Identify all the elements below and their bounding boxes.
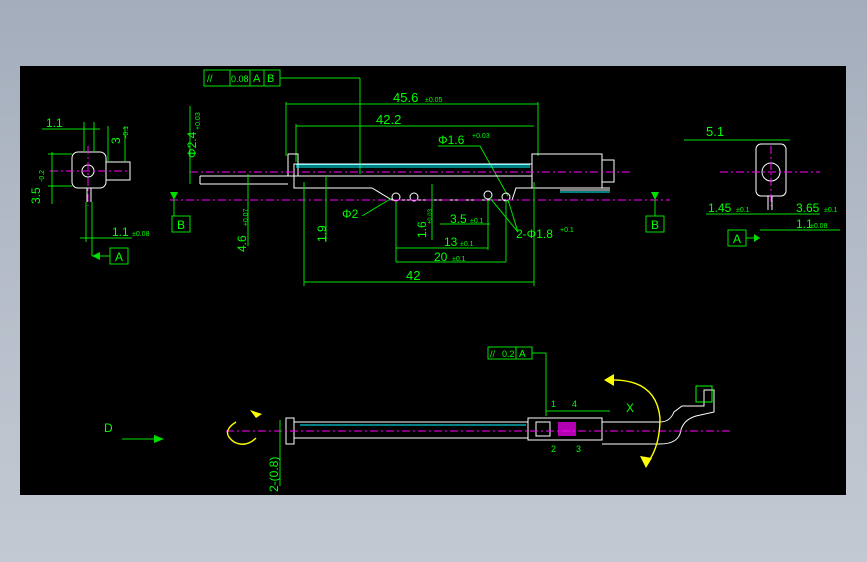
right-dim-1-1: 1.1 xyxy=(796,217,813,231)
svg-text:-0.1: -0.1 xyxy=(123,126,130,138)
svg-text:+0.1: +0.1 xyxy=(560,227,574,234)
dim-3-5: 3.5 xyxy=(450,212,467,226)
view-label-x: X xyxy=(626,401,634,415)
svg-text:±0.07: ±0.07 xyxy=(243,208,250,226)
left-dim-3-5: 3.5 xyxy=(29,187,43,204)
bottom-spring-block xyxy=(558,422,576,436)
svg-text:1: 1 xyxy=(551,399,556,409)
top-main-view: // 0.08 A B 45.6 ±0.05 42.2 Φ1.6 +0.03 xyxy=(170,69,670,286)
dim-4-6: 4.6 xyxy=(235,235,249,252)
rotate-arrow-left xyxy=(226,421,257,445)
svg-text:±0.05: ±0.05 xyxy=(425,97,443,104)
dim-13: 13 xyxy=(444,235,458,249)
left-dim-1-1b: 1.1 xyxy=(112,225,129,239)
svg-text://: // xyxy=(207,74,213,85)
right-dim-3-65: 3.65 xyxy=(796,201,820,215)
svg-text:2: 2 xyxy=(551,444,556,454)
part-lower-plate xyxy=(293,176,533,201)
svg-text:B: B xyxy=(651,218,659,232)
svg-text:0.08: 0.08 xyxy=(231,74,249,84)
dim-1-9: 1.9 xyxy=(315,225,329,242)
svg-text:±0.08: ±0.08 xyxy=(132,231,150,238)
svg-text:A: A xyxy=(115,250,123,264)
cad-drawing-canvas[interactable]: 1.1 3 -0.1 3.5 -0.2 1.1 ±0.08 A // 0.08 … xyxy=(20,66,846,495)
svg-text:±0.1: ±0.1 xyxy=(460,241,474,248)
bottom-view: // 0.2 A D 1 4 2 3 X 2-(0.8) xyxy=(104,346,730,492)
cad-drawing: 1.1 3 -0.1 3.5 -0.2 1.1 ±0.08 A // 0.08 … xyxy=(29,69,840,492)
bottom-part-block xyxy=(527,417,603,441)
svg-text:3: 3 xyxy=(576,444,581,454)
svg-text:B: B xyxy=(177,218,185,232)
view-label-d: D xyxy=(104,421,113,435)
rotate-arrow-right xyxy=(607,379,661,463)
right-end-view: 5.1 1.45 ±0.1 3.65 ±0.1 1.1 ±0.08 A B xyxy=(645,124,840,247)
top-datum-b xyxy=(171,215,191,233)
bottom-part-rail xyxy=(293,421,529,439)
left-dim-3: 3 xyxy=(109,137,123,144)
left-dim-1-1: 1.1 xyxy=(46,116,63,130)
svg-text:+0.03: +0.03 xyxy=(195,112,202,130)
dim-2-0-8: 2-(0.8) xyxy=(267,457,281,492)
dim-20: 20 xyxy=(434,250,448,264)
svg-text:±0.03: ±0.03 xyxy=(428,208,434,224)
view-d-arrow xyxy=(154,435,164,443)
part-right-block xyxy=(531,153,603,189)
left-end-view: 1.1 3 -0.1 3.5 -0.2 1.1 ±0.08 A xyxy=(29,116,150,265)
dim-phi-1-6: Φ1.6 xyxy=(438,133,465,147)
dim-45-6: 45.6 xyxy=(393,90,418,105)
svg-text:±0.1: ±0.1 xyxy=(736,207,750,214)
dim-1-6: 1.6 xyxy=(415,221,429,238)
left-end-body xyxy=(71,151,107,189)
svg-text:±0.1: ±0.1 xyxy=(824,207,838,214)
svg-text:B: B xyxy=(267,73,274,85)
svg-text:±0.1: ±0.1 xyxy=(452,256,466,263)
svg-text:4: 4 xyxy=(572,399,577,409)
svg-text:0.2: 0.2 xyxy=(502,349,515,359)
left-datum-a xyxy=(109,247,129,265)
dim-phi-2-4: Φ2.4 xyxy=(185,131,199,158)
dim-42: 42 xyxy=(406,268,420,283)
right-datum-b xyxy=(645,215,665,233)
dim-2x-phi-1-8: 2-Φ1.8 xyxy=(516,227,553,241)
dim-42-2: 42.2 xyxy=(376,112,401,127)
svg-text:±0.1: ±0.1 xyxy=(470,218,484,225)
svg-text:±0.08: ±0.08 xyxy=(810,223,828,230)
bottom-hook-tip xyxy=(695,385,713,403)
bottom-part-hook xyxy=(602,389,715,445)
dim-phi-2: Φ2 xyxy=(342,207,359,221)
svg-text:A: A xyxy=(253,73,261,85)
svg-text:+0.03: +0.03 xyxy=(472,133,490,140)
svg-text:A: A xyxy=(733,232,741,246)
svg-text:A: A xyxy=(519,349,526,360)
svg-text:-0.2: -0.2 xyxy=(39,170,46,182)
right-dim-5-1: 5.1 xyxy=(706,124,724,139)
svg-text://: // xyxy=(490,349,496,359)
right-dim-1-45: 1.45 xyxy=(708,201,732,215)
